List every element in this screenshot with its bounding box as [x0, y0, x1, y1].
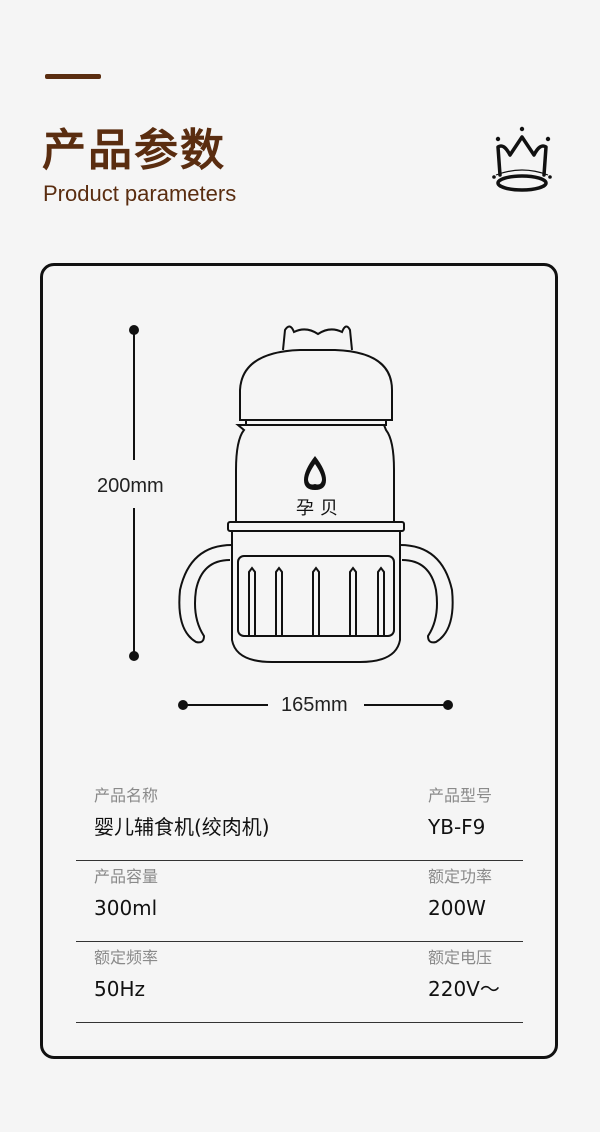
- param-table: 产品名称 婴儿辅食机(绞肉机) 产品型号 YB-F9 产品容量 300ml 额定…: [76, 780, 523, 1023]
- width-dimension-label: 165mm: [277, 693, 352, 717]
- param-label: 产品容量: [94, 867, 159, 886]
- page-title: 产品参数: [42, 125, 226, 176]
- product-diagram: [129, 325, 454, 710]
- param-value: 220V～: [428, 977, 500, 1001]
- height-dimension-label: 200mm: [97, 474, 164, 498]
- param-label: 产品型号: [428, 786, 493, 805]
- param-label: 额定电压: [428, 948, 493, 967]
- param-row: 产品名称 婴儿辅食机(绞肉机) 产品型号 YB-F9: [76, 780, 523, 861]
- accent-bar: [45, 74, 101, 79]
- page-subtitle: Product parameters: [43, 181, 237, 206]
- brand-mark: 孕贝: [296, 498, 344, 519]
- crown-icon: [492, 126, 552, 192]
- param-value: 婴儿辅食机(绞肉机): [94, 815, 270, 839]
- param-value: YB-F9: [428, 815, 486, 839]
- param-row: 产品容量 300ml 额定功率 200W: [76, 861, 523, 942]
- param-label: 额定频率: [94, 948, 159, 967]
- param-label: 产品名称: [94, 786, 159, 805]
- param-value: 300ml: [94, 896, 158, 920]
- param-value: 200W: [428, 896, 486, 920]
- param-row: 额定频率 50Hz 额定电压 220V～: [76, 942, 523, 1023]
- param-label: 额定功率: [428, 867, 493, 886]
- param-value: 50Hz: [94, 977, 145, 1001]
